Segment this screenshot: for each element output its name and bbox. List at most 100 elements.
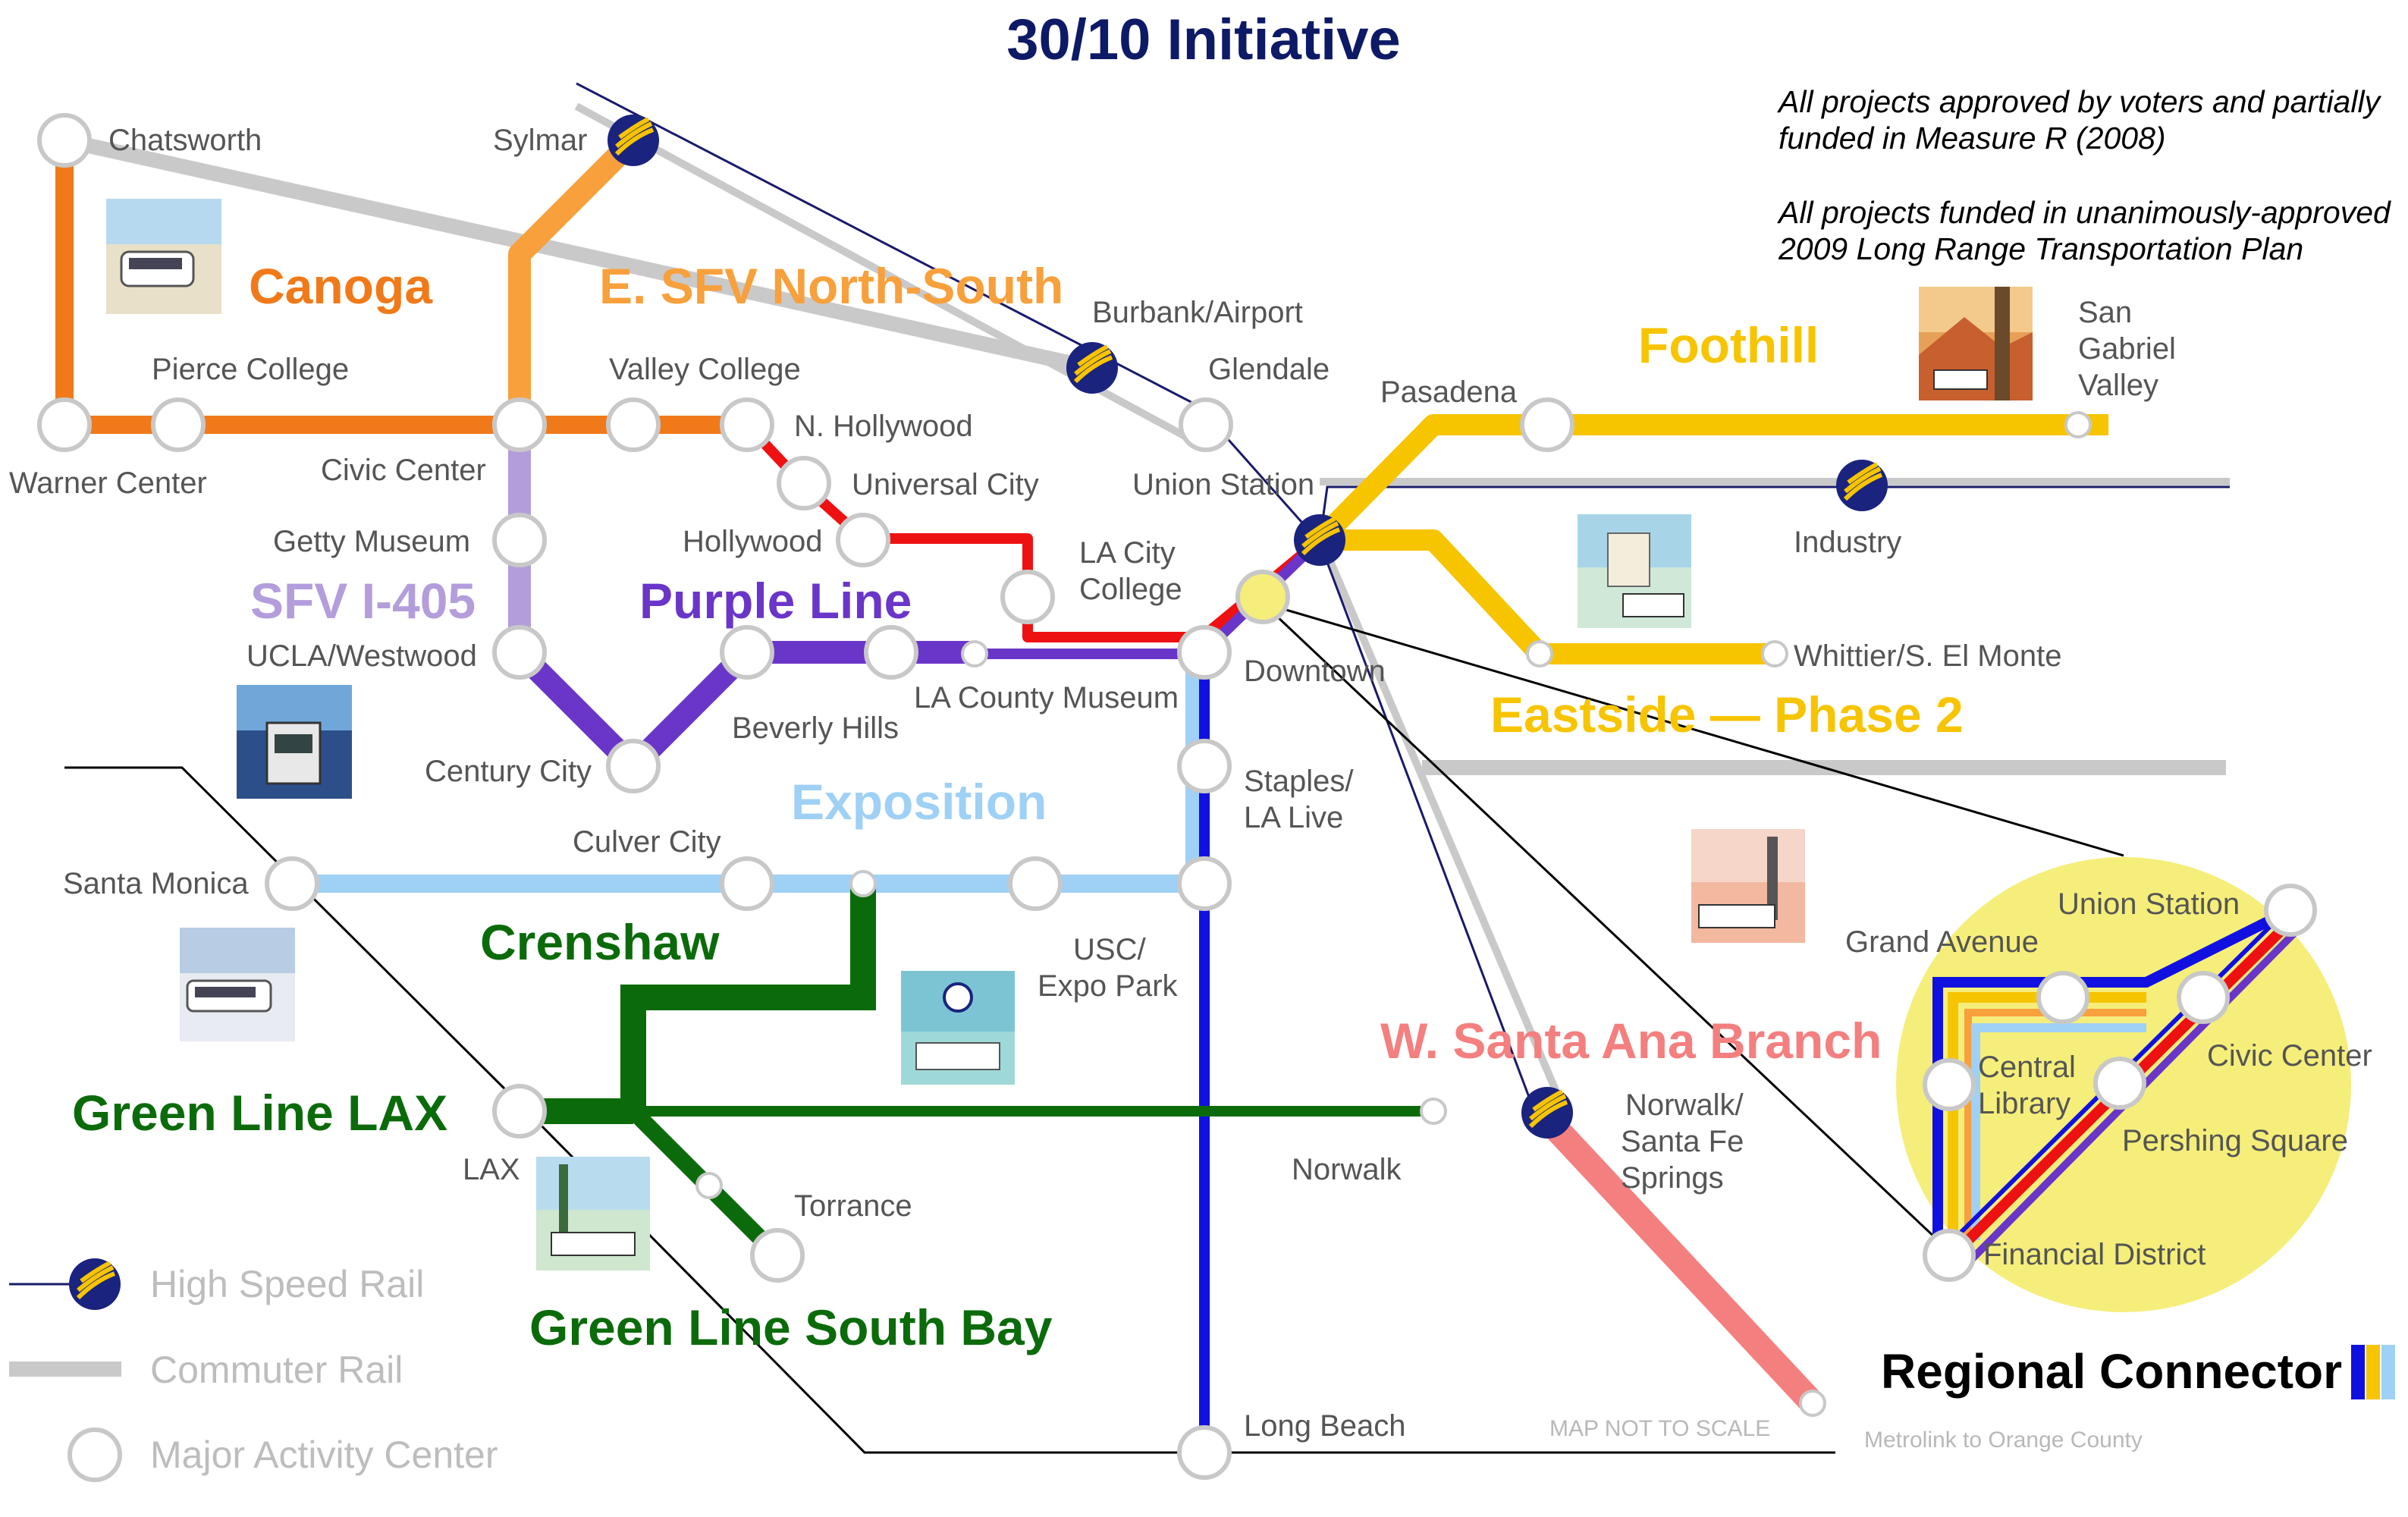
line-label-esfv: E. SFV North-South bbox=[599, 258, 1063, 314]
map-title: 30/10 Initiative bbox=[1006, 8, 1401, 72]
node-universal-city[interactable] bbox=[777, 456, 831, 510]
line-label-exposition: Exposition bbox=[791, 774, 1047, 830]
node-culver-city[interactable] bbox=[720, 856, 774, 911]
label-usc-1: USC/ bbox=[1073, 933, 1146, 966]
node-warner-center[interactable] bbox=[37, 397, 92, 452]
node-pasadena[interactable] bbox=[1520, 397, 1574, 452]
node-n-hollywood[interactable] bbox=[720, 397, 774, 452]
label-century-city: Century City bbox=[425, 755, 592, 788]
rc-swatch-yellow bbox=[2366, 1345, 2380, 1399]
rc-label-grand-avenue: Grand Avenue bbox=[1845, 925, 2039, 959]
label-union-station: Union Station bbox=[1132, 468, 1314, 501]
wsab-line bbox=[1531, 1102, 1826, 1416]
hsr-icon[interactable] bbox=[607, 115, 659, 166]
label-chatsworth: Chatsworth bbox=[108, 124, 262, 157]
rc-node-union-station[interactable] bbox=[2264, 884, 2317, 937]
sfv405-illustration bbox=[237, 685, 352, 799]
node-la-county-museum[interactable] bbox=[961, 640, 988, 667]
foothill-illustration bbox=[1919, 287, 2033, 400]
node-san-gabriel-end[interactable] bbox=[2064, 411, 2092, 438]
node-crenshaw-junction[interactable] bbox=[849, 870, 877, 897]
line-label-foothill: Foothill bbox=[1638, 317, 1819, 373]
line-label-wsab: W. Santa Ana Branch bbox=[1380, 1013, 1882, 1069]
label-culver-city: Culver City bbox=[573, 825, 721, 859]
node-wsab-end[interactable] bbox=[1799, 1390, 1826, 1417]
rc-node-financial-district[interactable] bbox=[1923, 1229, 1976, 1282]
wsab-illustration bbox=[1691, 829, 1805, 943]
node-whittier-end[interactable] bbox=[1761, 640, 1788, 667]
note-line-1: All projects approved by voters and part… bbox=[1776, 84, 2382, 119]
label-industry: Industry bbox=[1794, 526, 1901, 559]
line-label-purple: Purple Line bbox=[639, 573, 912, 629]
canoga-illustration bbox=[106, 199, 221, 314]
rc-node-grand-avenue[interactable] bbox=[2036, 971, 2089, 1024]
note-line-3: All projects funded in unanimously-appro… bbox=[1776, 195, 2391, 230]
note-line-4: 2009 Long Range Transportation Plan bbox=[1778, 231, 2303, 266]
rc-label-civic-center: Civic Center bbox=[2207, 1039, 2372, 1073]
node-purple-mid[interactable] bbox=[864, 625, 918, 680]
node-eastside-start[interactable] bbox=[1526, 640, 1553, 667]
node-getty-museum[interactable] bbox=[492, 513, 547, 567]
node-glendale[interactable] bbox=[1179, 397, 1233, 452]
rc-node-central-library[interactable] bbox=[1923, 1058, 1976, 1111]
node-ucla-westwood[interactable] bbox=[492, 625, 547, 680]
label-norwalk-sfs-1: Norwalk/ bbox=[1625, 1088, 1744, 1122]
rc-swatch-lightblue bbox=[2381, 1345, 2395, 1399]
node-usc-expo[interactable] bbox=[1177, 856, 1232, 911]
label-san-gabriel-3: Valley bbox=[2078, 369, 2158, 402]
node-la-city-college[interactable] bbox=[1000, 570, 1055, 624]
node-torrance[interactable] bbox=[750, 1228, 805, 1283]
label-civic-center: Civic Center bbox=[321, 454, 486, 487]
rc-label-financial-district: Financial District bbox=[1983, 1238, 2206, 1271]
node-downtown-hub[interactable] bbox=[1235, 570, 1290, 624]
label-pierce-college: Pierce College bbox=[152, 353, 349, 386]
legend-hsr: High Speed Rail bbox=[150, 1263, 424, 1305]
eastside-illustration bbox=[1578, 514, 1691, 628]
label-norwalk-sfs-2: Santa Fe bbox=[1621, 1125, 1744, 1158]
label-staples-1: Staples/ bbox=[1244, 765, 1354, 798]
node-santa-monica[interactable] bbox=[265, 856, 319, 911]
node-civic-center[interactable] bbox=[492, 397, 547, 452]
rc-node-pershing-square[interactable] bbox=[2093, 1057, 2146, 1110]
node-downtown[interactable] bbox=[1177, 625, 1232, 680]
node-beverly-hills[interactable] bbox=[720, 625, 774, 680]
note-line-2: funded in Measure R (2008) bbox=[1779, 121, 2166, 155]
node-chatsworth[interactable] bbox=[37, 113, 92, 168]
hsr-stations bbox=[607, 115, 1888, 1139]
hsr-icon[interactable] bbox=[1066, 342, 1118, 394]
node-hollywood[interactable] bbox=[836, 513, 890, 567]
node-lax[interactable] bbox=[492, 1084, 547, 1139]
rc-label-central-library-2: Library bbox=[1978, 1087, 2071, 1120]
label-norwalk-sfs-3: Springs bbox=[1621, 1161, 1724, 1195]
label-ucla-westwood: UCLA/Westwood bbox=[246, 639, 477, 673]
not-to-scale-note: MAP NOT TO SCALE bbox=[1549, 1416, 1770, 1441]
node-valley-college[interactable] bbox=[606, 397, 661, 452]
hsr-icon[interactable] bbox=[1294, 514, 1345, 566]
label-sylmar: Sylmar bbox=[493, 124, 587, 157]
node-norwalk[interactable] bbox=[1420, 1098, 1447, 1125]
hsr-icon[interactable] bbox=[1521, 1087, 1573, 1139]
legend-commuter: Commuter Rail bbox=[150, 1349, 403, 1391]
label-burbank-airport: Burbank/Airport bbox=[1092, 296, 1303, 329]
node-staples[interactable] bbox=[1177, 739, 1232, 793]
regional-connector-inset: Union Station Grand Avenue Civic Center … bbox=[1845, 857, 2395, 1399]
node-pierce-college[interactable] bbox=[151, 397, 206, 452]
label-whittier: Whittier/S. El Monte bbox=[1794, 639, 2061, 673]
node-century-city[interactable] bbox=[606, 739, 661, 793]
label-la-city-college-1: LA City bbox=[1079, 536, 1176, 570]
node-long-beach[interactable] bbox=[1177, 1425, 1232, 1480]
lax-illustration bbox=[536, 1157, 650, 1270]
label-la-city-college-2: College bbox=[1079, 573, 1182, 606]
label-la-county-museum: LA County Museum bbox=[914, 681, 1179, 715]
label-santa-monica: Santa Monica bbox=[63, 867, 249, 900]
node-torrance-mid[interactable] bbox=[695, 1172, 723, 1199]
label-hollywood: Hollywood bbox=[683, 525, 823, 558]
rc-node-civic-center[interactable] bbox=[2177, 971, 2230, 1024]
hsr-icon[interactable] bbox=[1836, 460, 1888, 511]
rc-label-pershing-square: Pershing Square bbox=[2122, 1124, 2348, 1157]
label-long-beach: Long Beach bbox=[1244, 1409, 1406, 1443]
crenshaw-illustration bbox=[901, 971, 1015, 1085]
rc-swatch-blue bbox=[2351, 1345, 2365, 1399]
node-expo-mid[interactable] bbox=[1008, 856, 1063, 911]
